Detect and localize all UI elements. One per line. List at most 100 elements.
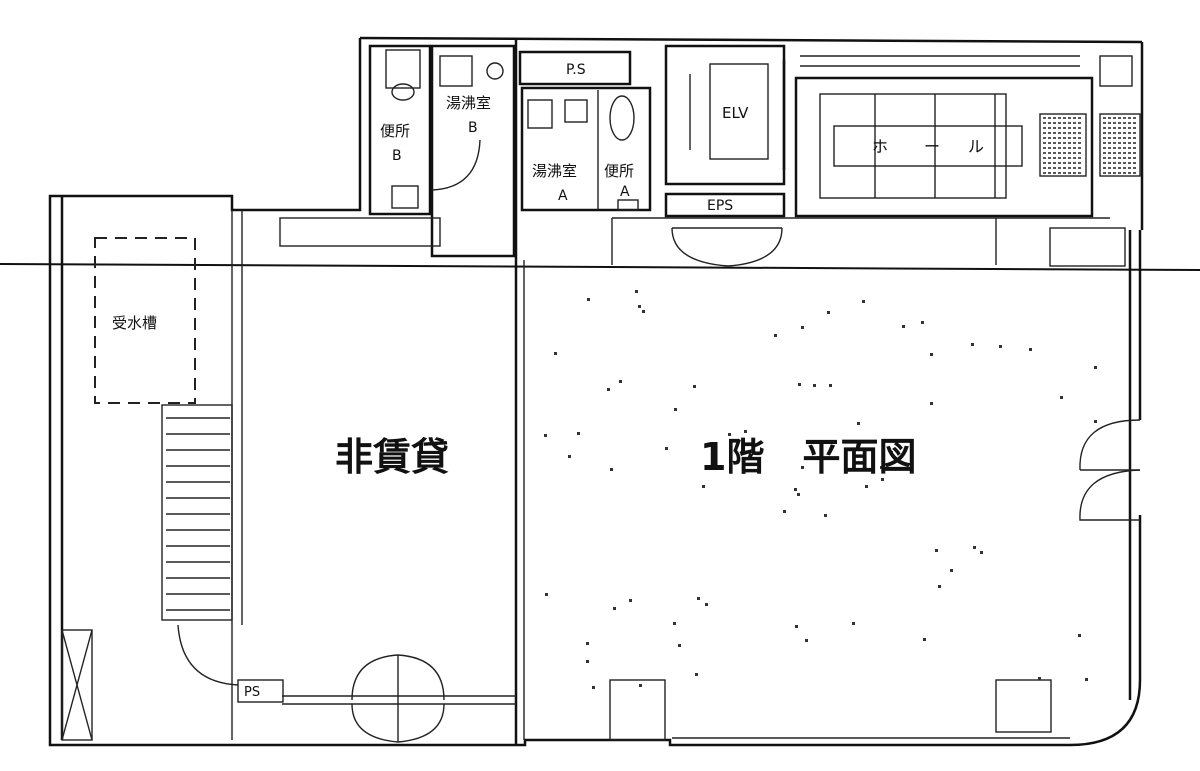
speck bbox=[1038, 677, 1041, 680]
speck bbox=[882, 454, 885, 457]
speck bbox=[697, 597, 700, 600]
scan-line bbox=[0, 263, 1200, 271]
speck bbox=[862, 300, 865, 303]
door-bottom-double bbox=[351, 654, 445, 743]
speck bbox=[545, 593, 548, 596]
staircase bbox=[161, 404, 233, 621]
door-top-double bbox=[671, 227, 783, 267]
speck bbox=[642, 310, 645, 313]
hall-char-3: ル bbox=[968, 137, 984, 156]
speck bbox=[587, 298, 590, 301]
speck bbox=[693, 385, 696, 388]
partitions bbox=[282, 40, 1070, 745]
speck bbox=[813, 384, 816, 387]
hatch-marks bbox=[1043, 117, 1137, 174]
eps-label: EPS bbox=[707, 198, 733, 214]
speck bbox=[1078, 634, 1081, 637]
non-rental-label: 非賃貸 bbox=[335, 435, 449, 479]
kitchen-b-label: 湯沸室 bbox=[446, 94, 491, 112]
floor-title: 1階 平面図 bbox=[700, 435, 916, 479]
speck bbox=[774, 334, 777, 337]
hatched-panel-2 bbox=[1099, 113, 1141, 177]
water-tank-label: 受水槽 bbox=[112, 314, 157, 332]
shaft-x bbox=[61, 629, 93, 741]
ps-box bbox=[237, 679, 284, 703]
speck bbox=[1094, 366, 1097, 369]
speck bbox=[702, 485, 705, 488]
speck bbox=[592, 686, 595, 689]
ps-top-label: P.S bbox=[566, 62, 586, 78]
hatched-panel-1 bbox=[1039, 113, 1087, 177]
speck bbox=[1094, 420, 1097, 423]
kitchen-a-letter: A bbox=[558, 188, 568, 204]
speck bbox=[568, 455, 571, 458]
speck bbox=[695, 673, 698, 676]
speck bbox=[674, 408, 677, 411]
kitchen-b-letter: B bbox=[468, 120, 478, 136]
speck bbox=[824, 514, 827, 517]
door-right-lower bbox=[1079, 469, 1141, 521]
speck bbox=[638, 305, 641, 308]
toilet-a-label: 便所 bbox=[604, 162, 634, 180]
speck bbox=[923, 638, 926, 641]
speck bbox=[798, 383, 801, 386]
kitchen-a-label: 湯沸室 bbox=[532, 162, 577, 180]
hall-char-2: ー bbox=[924, 137, 940, 156]
speck bbox=[794, 488, 797, 491]
speck bbox=[801, 326, 804, 329]
speck bbox=[857, 422, 860, 425]
speck bbox=[586, 642, 589, 645]
speck bbox=[1085, 678, 1088, 681]
speck bbox=[607, 388, 610, 391]
speck bbox=[950, 569, 953, 572]
toilet-b-letter: B bbox=[392, 148, 402, 164]
speck bbox=[973, 546, 976, 549]
speck bbox=[827, 311, 830, 314]
speck bbox=[610, 468, 613, 471]
speck bbox=[881, 478, 884, 481]
speck bbox=[817, 456, 820, 459]
speck bbox=[930, 402, 933, 405]
speck bbox=[635, 290, 638, 293]
speck bbox=[629, 599, 632, 602]
speck bbox=[1060, 396, 1063, 399]
hall-char-1: ホ bbox=[872, 137, 888, 156]
speck bbox=[852, 622, 855, 625]
service-core bbox=[279, 44, 1141, 267]
speck bbox=[865, 485, 868, 488]
speck bbox=[544, 434, 547, 437]
speck bbox=[577, 432, 580, 435]
toilet-b-label: 便所 bbox=[380, 122, 410, 140]
speck bbox=[728, 433, 731, 436]
speck bbox=[930, 353, 933, 356]
speck bbox=[921, 321, 924, 324]
speck bbox=[613, 607, 616, 610]
speck bbox=[971, 343, 974, 346]
scan-specks bbox=[544, 290, 1097, 689]
elv-label: ELV bbox=[722, 104, 749, 122]
speck bbox=[783, 510, 786, 513]
stair-treads bbox=[166, 417, 230, 611]
speck bbox=[678, 644, 681, 647]
speck bbox=[999, 345, 1002, 348]
speck bbox=[980, 551, 983, 554]
speck bbox=[586, 660, 589, 663]
speck bbox=[797, 493, 800, 496]
speck bbox=[665, 447, 668, 450]
speck bbox=[902, 325, 905, 328]
speck bbox=[880, 466, 883, 469]
speck bbox=[805, 639, 808, 642]
doors bbox=[351, 227, 1141, 743]
speck bbox=[1029, 348, 1032, 351]
outer-walls bbox=[48, 36, 1144, 747]
speck bbox=[890, 451, 893, 454]
left-core bbox=[61, 210, 284, 741]
speck bbox=[938, 585, 941, 588]
speck bbox=[639, 684, 642, 687]
speck bbox=[744, 430, 747, 433]
speck bbox=[935, 549, 938, 552]
speck bbox=[673, 622, 676, 625]
speck bbox=[801, 466, 804, 469]
door-swing-left bbox=[177, 624, 239, 686]
